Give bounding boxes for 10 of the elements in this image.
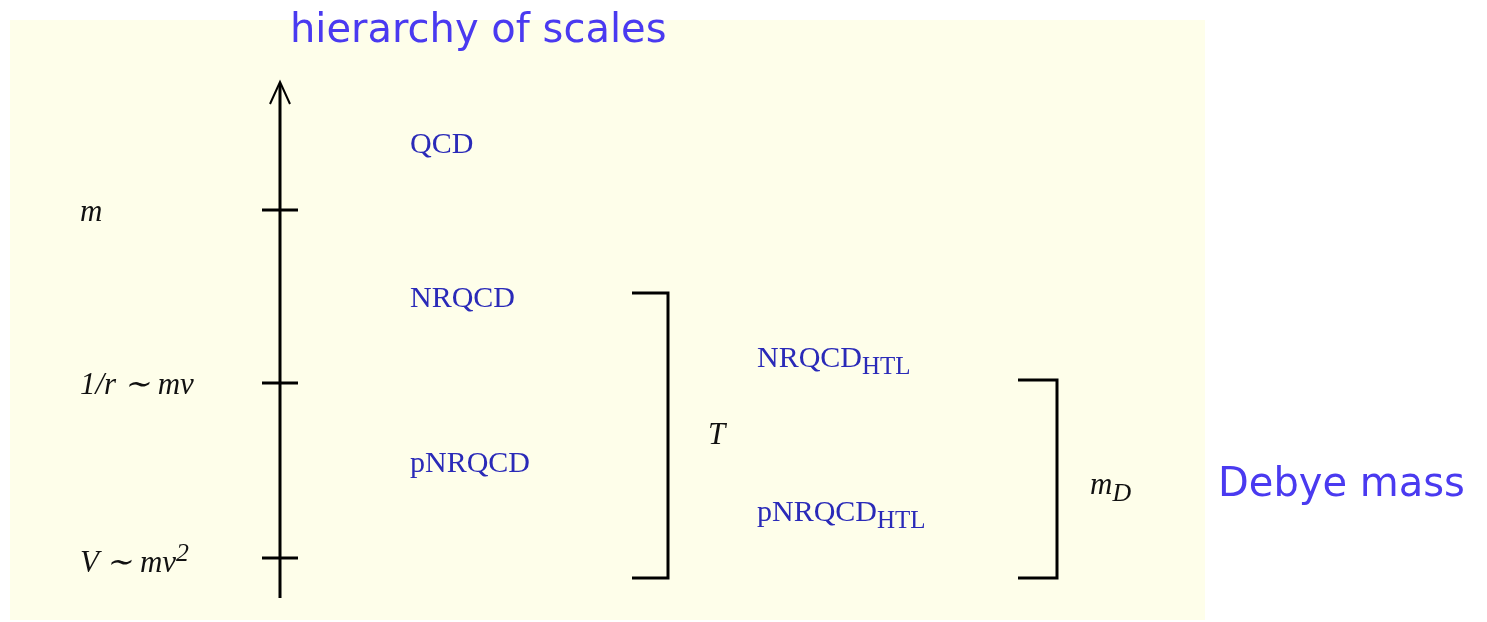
- scale-label: 1/r ∼ mv: [80, 368, 194, 399]
- scale-label: T: [708, 418, 726, 449]
- theory-label: QCD: [410, 128, 474, 158]
- theory-label: NRQCD: [410, 282, 515, 312]
- scale-label: m: [80, 195, 103, 226]
- theory-label: NRQCD$_{HTL}$: [757, 342, 911, 378]
- scale-label: V ∼ mv$^{2}$: [80, 540, 189, 578]
- theory-label: pNRQCD: [410, 447, 530, 477]
- scale-label: m$_{D}$: [1090, 468, 1132, 506]
- theory-label: pNRQCD$_{HTL}$: [757, 496, 926, 532]
